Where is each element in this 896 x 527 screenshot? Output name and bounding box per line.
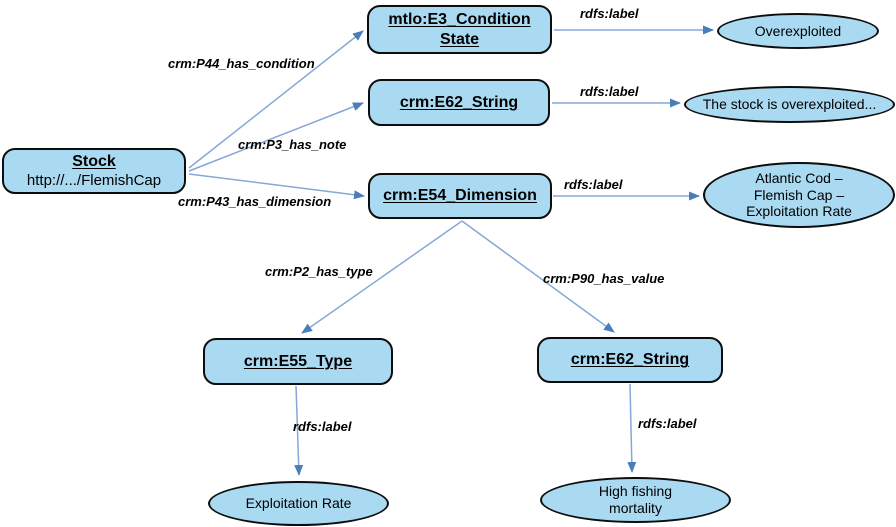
edge-p2-has-type [301, 220, 463, 334]
edge-rdfs-label-type [294, 385, 304, 476]
edge-label-p43-has-dimension: crm:P43_has_dimension [178, 194, 332, 209]
edge-label-rdfs-label-type: rdfs:label [293, 419, 352, 434]
edge-p43-has-dimension [188, 173, 365, 200]
node-literal-dimension-name: Atlantic Cod – Flemish Cap – Exploitatio… [703, 162, 895, 228]
node-e54-dimension: crm:E54_Dimension [368, 173, 552, 219]
node-e54-dimension-label: crm:E54_Dimension [383, 187, 537, 205]
node-stock: Stock http://.../FlemishCap [2, 148, 186, 194]
node-e62-string-note-label: crm:E62_String [399, 93, 519, 111]
node-literal-exploitation-rate-label: Exploitation Rate [245, 495, 352, 512]
node-literal-high-fishing-mortality-label: High fishing mortality [598, 483, 673, 516]
node-literal-high-fishing-mortality: High fishing mortality [540, 477, 731, 523]
edge-label-rdfs-label-dimension: rdfs:label [564, 177, 623, 192]
edge-label-p3-has-note: crm:P3_has_note [238, 137, 347, 152]
node-e62-string-note: crm:E62_String [368, 79, 550, 126]
edge-label-rdfs-label-condition: rdfs:label [580, 6, 639, 21]
edge-p3-has-note [188, 102, 364, 172]
edge-p44-has-condition [188, 30, 364, 169]
node-e55-type-label: crm:E55_Type [243, 352, 353, 370]
node-e55-type: crm:E55_Type [203, 338, 393, 385]
edge-rdfs-label-value [627, 383, 637, 473]
edge-label-p44-has-condition: crm:P44_has_condition [168, 56, 315, 71]
node-e3-condition-state-label: mtlo:E3_Condition State [388, 10, 531, 48]
node-e62-string-value-label: crm:E62_String [570, 351, 690, 369]
edge-label-p2-has-type: crm:P2_has_type [265, 264, 373, 279]
node-stock-title: Stock [72, 153, 116, 171]
node-literal-overexploited: Overexploited [717, 13, 879, 49]
edge-label-rdfs-label-value: rdfs:label [638, 416, 697, 431]
node-literal-dimension-name-label: Atlantic Cod – Flemish Cap – Exploitatio… [746, 169, 852, 220]
node-literal-overexploited-label: Overexploited [754, 22, 842, 39]
node-e62-string-value: crm:E62_String [537, 337, 723, 383]
edge-label-p90-has-value: crm:P90_has_value [543, 271, 665, 286]
node-e3-condition-state: mtlo:E3_Condition State [367, 5, 552, 54]
node-literal-note-text-label: The stock is overexploited... [702, 96, 877, 113]
edge-p90-has-value [461, 220, 615, 333]
node-literal-note-text: The stock is overexploited... [684, 86, 895, 123]
edge-label-rdfs-label-note: rdfs:label [580, 84, 639, 99]
node-literal-exploitation-rate: Exploitation Rate [208, 481, 389, 526]
node-stock-uri: http://.../FlemishCap [26, 171, 162, 189]
